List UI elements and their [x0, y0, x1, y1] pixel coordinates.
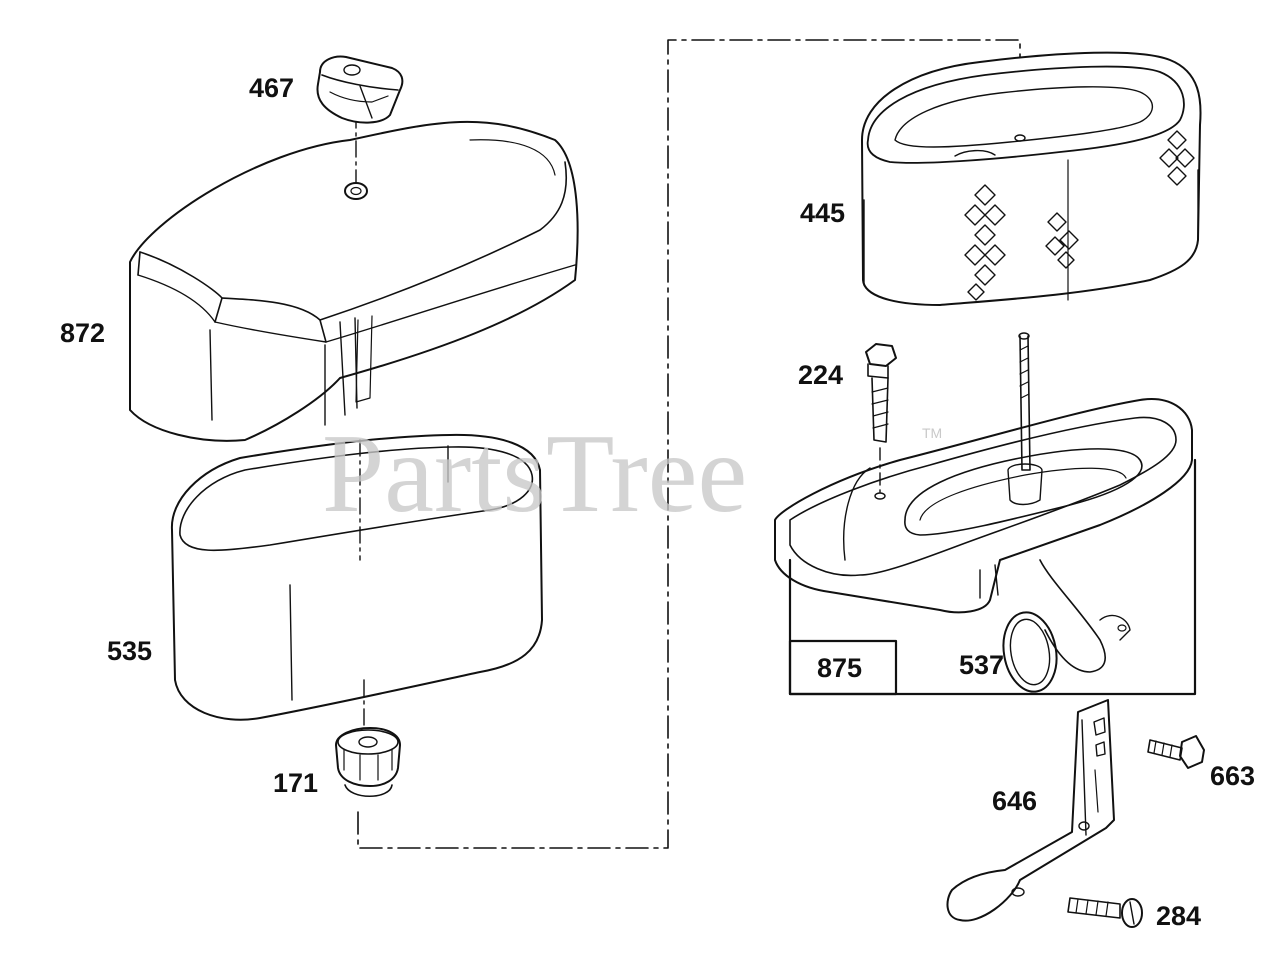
air-filter-cartridge-icon[interactable]	[862, 53, 1201, 305]
callout-535[interactable]: 535	[107, 636, 153, 666]
callout-646[interactable]: 646	[992, 786, 1038, 816]
screw-icon[interactable]	[1068, 898, 1142, 927]
air-cleaner-cover-icon[interactable]	[130, 122, 578, 441]
bracket-icon[interactable]	[947, 700, 1114, 921]
cover-hole-icon	[345, 183, 367, 199]
o-ring-icon[interactable]	[997, 608, 1062, 696]
callout-872[interactable]: 872	[60, 318, 106, 348]
watermark-text: PartsTree	[322, 412, 748, 536]
callout-284[interactable]: 284	[1156, 901, 1202, 931]
knob-icon[interactable]	[317, 57, 402, 123]
assembly-bracket-box	[790, 460, 1195, 694]
pre-cleaner-icon[interactable]	[172, 435, 542, 720]
grommet-nut-icon[interactable]	[336, 728, 400, 796]
callout-171[interactable]: 171	[273, 768, 319, 798]
callout-224[interactable]: 224	[798, 360, 844, 390]
stud-icon	[1008, 333, 1042, 505]
callout-445[interactable]: 445	[800, 198, 846, 228]
air-cleaner-base-icon[interactable]	[775, 399, 1192, 672]
callout-663[interactable]: 663	[1210, 761, 1256, 791]
callout-537[interactable]: 537	[959, 650, 1005, 680]
watermark-trademark: TM	[922, 425, 943, 441]
assembly-leader-line	[358, 40, 1020, 848]
hex-bolt-icon[interactable]	[866, 344, 896, 442]
screw-icon[interactable]	[1148, 736, 1204, 768]
callout-875[interactable]: 875	[817, 653, 863, 683]
callout-467[interactable]: 467	[249, 73, 295, 103]
